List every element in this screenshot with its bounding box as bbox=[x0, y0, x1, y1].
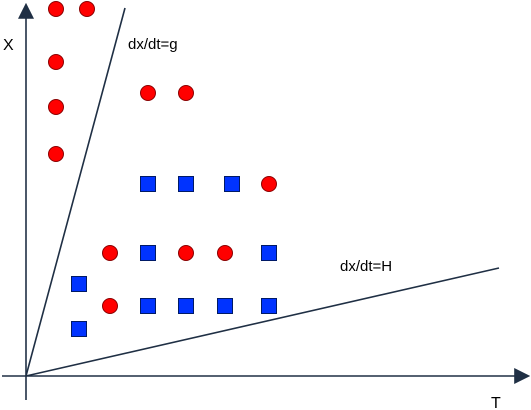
line-dx-dt-h bbox=[25, 267, 500, 377]
blue-square-marker bbox=[261, 298, 277, 314]
blue-square-marker bbox=[140, 245, 156, 261]
red-circle-marker bbox=[178, 245, 194, 261]
red-circle-marker bbox=[217, 245, 233, 261]
markers bbox=[48, 1, 277, 337]
red-circle-marker bbox=[48, 54, 64, 70]
red-circle-marker bbox=[48, 99, 64, 115]
blue-square-marker bbox=[71, 321, 87, 337]
red-circle-marker bbox=[102, 298, 118, 314]
blue-square-marker bbox=[178, 176, 194, 192]
blue-square-marker bbox=[140, 298, 156, 314]
line-dx-dt-g bbox=[25, 7, 126, 377]
blue-square-marker bbox=[217, 298, 233, 314]
line-label-h: dx/dt=H bbox=[340, 258, 392, 275]
y-axis-label: X bbox=[3, 37, 14, 54]
red-circle-marker bbox=[178, 85, 194, 101]
red-circle-marker bbox=[48, 146, 64, 162]
line-label-g: dx/dt=g bbox=[128, 36, 178, 53]
blue-square-marker bbox=[140, 176, 156, 192]
blue-square-marker bbox=[178, 298, 194, 314]
blue-square-marker bbox=[224, 176, 240, 192]
red-circle-marker bbox=[79, 1, 95, 17]
blue-square-marker bbox=[71, 276, 87, 292]
red-circle-marker bbox=[102, 245, 118, 261]
red-circle-marker bbox=[261, 176, 277, 192]
red-circle-marker bbox=[140, 85, 156, 101]
x-axis-label: T bbox=[491, 395, 501, 410]
red-circle-marker bbox=[48, 1, 64, 17]
blue-square-marker bbox=[261, 245, 277, 261]
